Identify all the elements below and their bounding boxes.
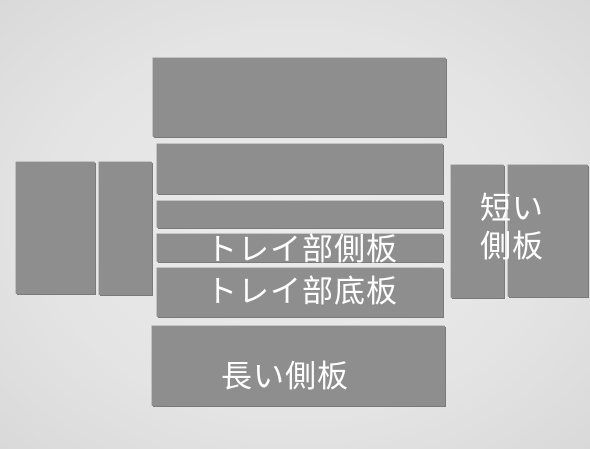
label-long-side: 長い側板 [221,359,349,395]
label-tray-bottom: トレイ部底板 [206,274,398,310]
board-tray-2 [157,201,443,228]
label-short-side: 短い 側板 [472,190,552,266]
board-bottom-long [152,326,445,406]
board-left-outer [16,162,95,294]
label-short-side-line1: 短い [480,191,544,227]
board-right-inner [451,165,504,298]
board-tray-side [157,234,443,262]
label-short-side-line2: 側板 [480,229,544,265]
board-left-inner [99,162,152,295]
board-tray-1 [157,144,443,194]
board-tray-bottom [157,268,443,317]
board-top-long [153,58,446,137]
board-right-outer [508,165,588,297]
label-tray-side: トレイ部側板 [206,232,398,268]
